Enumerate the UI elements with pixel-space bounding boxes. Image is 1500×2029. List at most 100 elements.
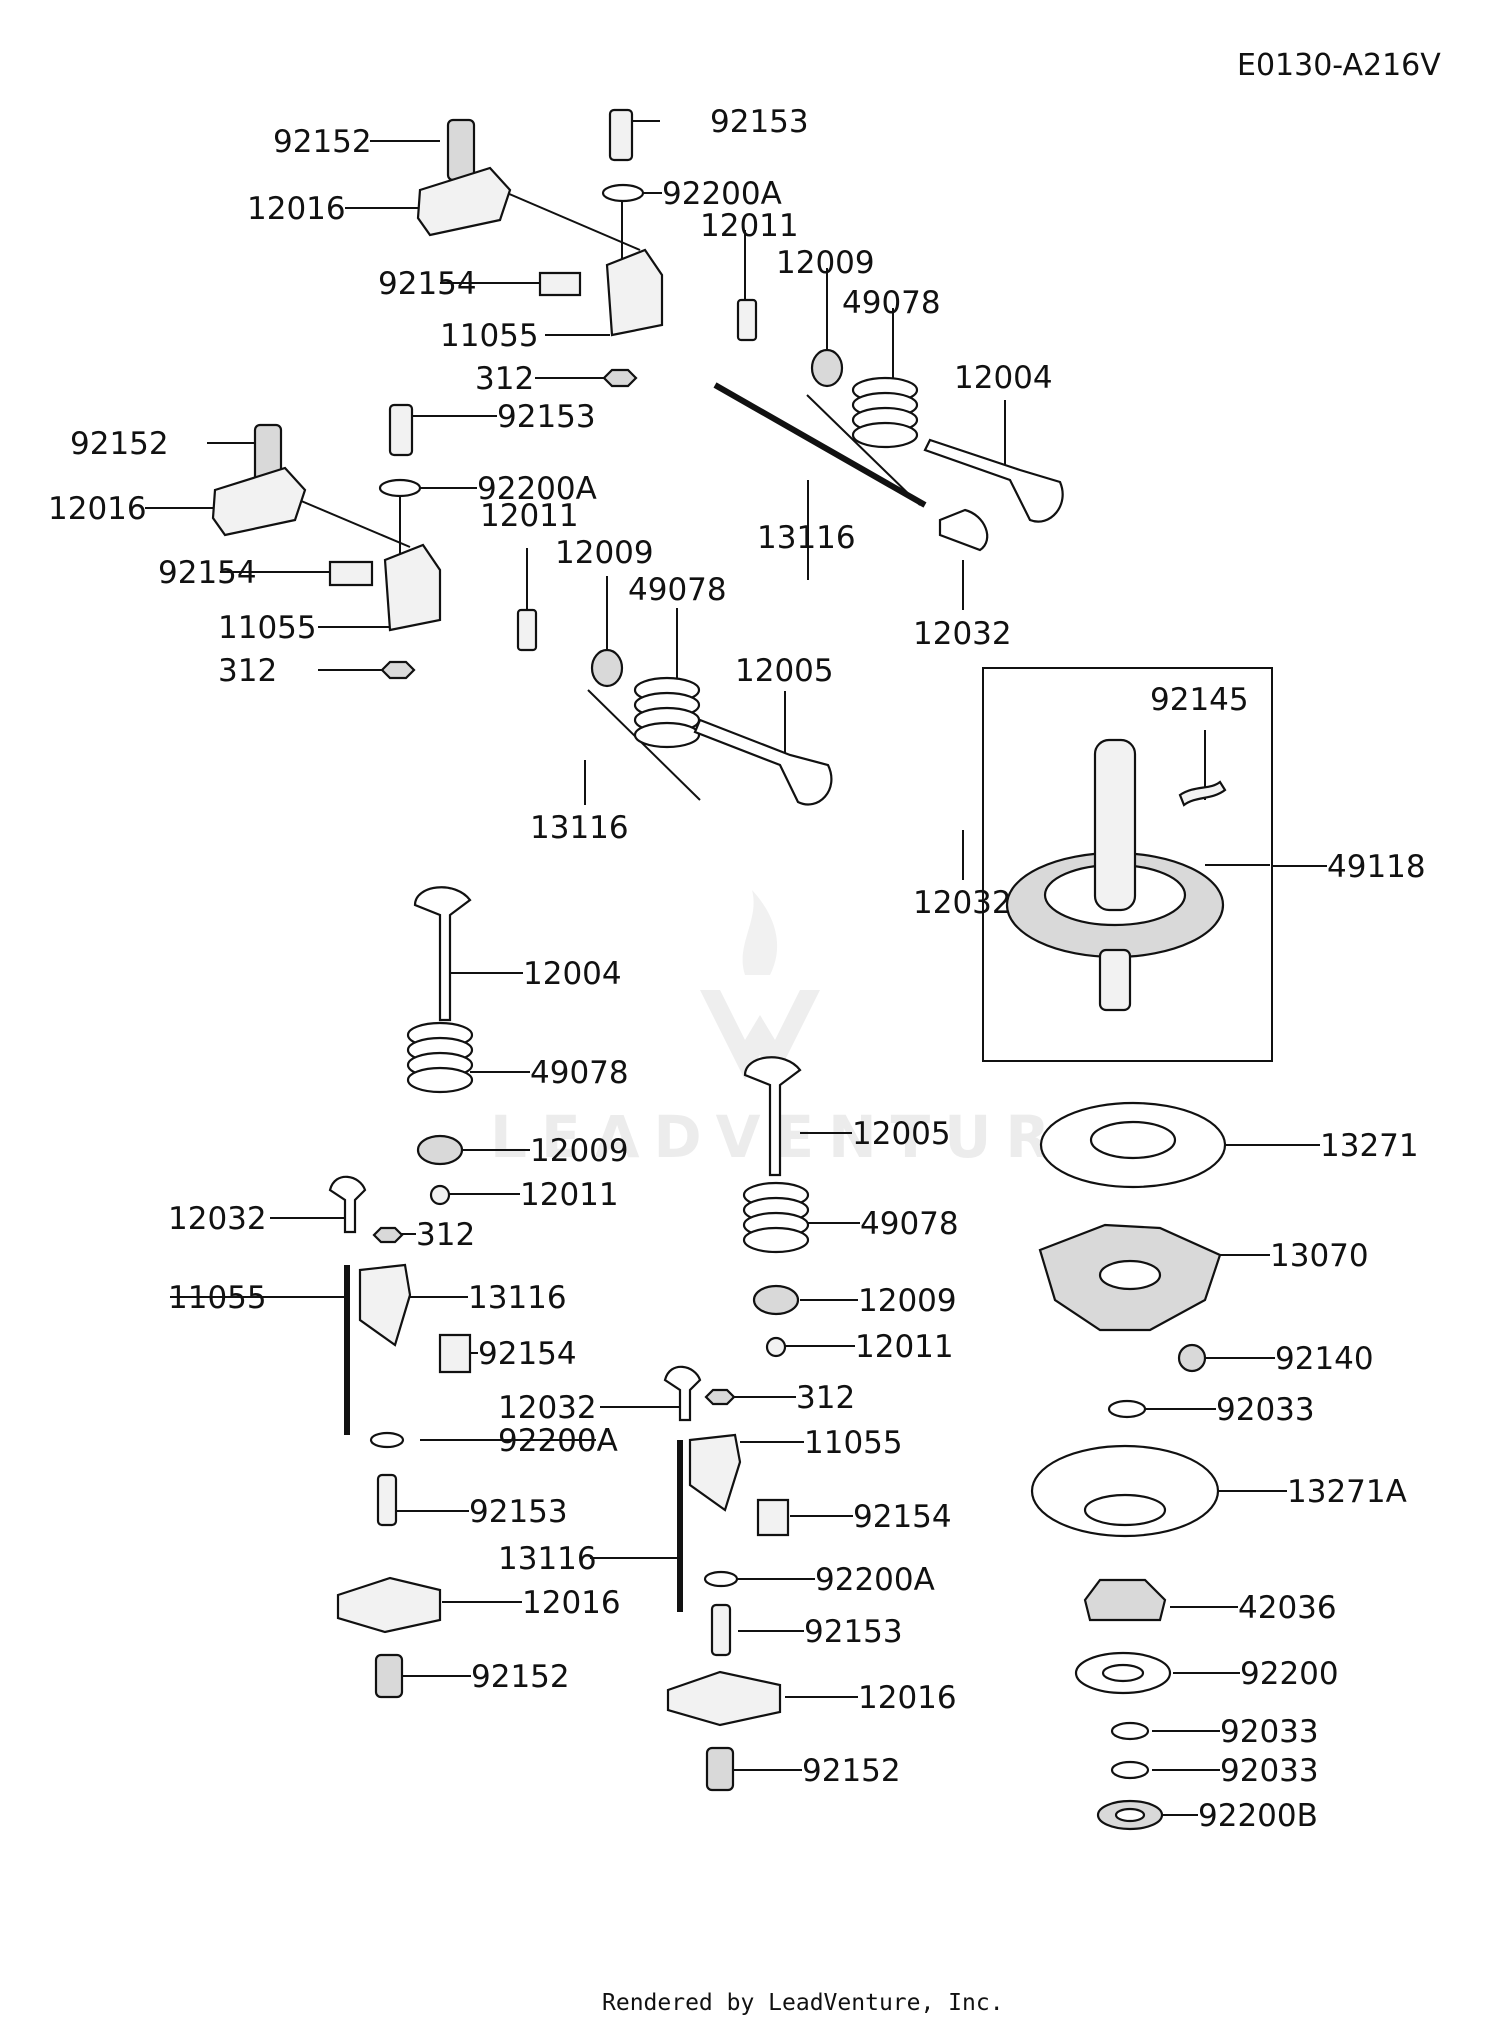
ball-92140-icon [1177,1343,1207,1373]
nut-42036-icon [1083,1578,1167,1622]
callout-label: 49078 [842,285,941,321]
callout-label: 92145 [1150,682,1249,718]
bolt-92153-lower-mid-icon [710,1603,732,1657]
rocker-shaft-11055-lower-mid-icon [688,1433,742,1512]
washer-92200A-upper-icon [601,183,645,203]
valve-12032-lower-left-icon [328,1175,367,1234]
callout-label: 12016 [48,491,147,527]
plate-13271A-icon [1030,1444,1220,1538]
rocker-arm-12016-lower-left-icon [336,1576,442,1634]
washer-92200-hole-icon [1101,1663,1145,1683]
bolt-92153-lower-left-icon [376,1473,398,1527]
rocker-shaft-11055-lower-left-icon [358,1263,412,1347]
bolt-92153-mid-icon [388,403,414,457]
valve-12005-mid-icon [693,718,833,806]
ring-92033-mid-icon [1110,1721,1150,1741]
callout-label: 312 [796,1380,855,1416]
washer-92200B-hole-icon [1114,1807,1146,1823]
callout-label: 11055 [440,318,539,354]
callout-label: 92200A [662,176,782,212]
callout-label: 49078 [860,1206,959,1242]
callout-label: 92033 [1220,1753,1319,1789]
rocker-arm-12016-mid-icon [211,466,307,537]
rocker-arm-12016-upper-icon [416,166,512,237]
camshaft-box [982,667,1273,1062]
callout-label: 92200A [815,1562,935,1598]
callout-label: 11055 [804,1425,903,1461]
spring-49078-lower-mid-icon [742,1181,810,1254]
leader-lines [145,120,1327,1816]
bolt-92153-upper-icon [608,108,634,162]
collar-92152-upper-icon [446,118,476,182]
callout-label: 12005 [735,653,834,689]
callout-label: 312 [218,653,277,689]
plate-13271-hole-icon [1089,1120,1177,1160]
callout-label: 12016 [522,1585,621,1621]
nut-312-lower-mid-icon [704,1388,736,1406]
callout-label: 92153 [710,104,809,140]
spring-49078-lower-icon [406,1021,474,1094]
callout-label: 12032 [913,616,1012,652]
callout-label: 13116 [468,1280,567,1316]
callout-label: 92033 [1216,1392,1315,1428]
callout-label: 92200B [1198,1798,1318,1834]
plate-13271A-hole-icon [1083,1493,1167,1527]
ring-92033-lower-icon [1110,1760,1150,1780]
callout-label: 12009 [776,245,875,281]
retainer-12009-lower-mid-icon [752,1284,800,1316]
callout-label: 92152 [802,1753,901,1789]
callout-label: 13271 [1320,1128,1419,1164]
callout-label: 92152 [471,1659,570,1695]
adjuster-12011-lower-mid-icon [765,1336,787,1358]
nut-312-lower-left-icon [372,1226,404,1244]
nut-312-upper-icon [602,368,638,388]
callout-label: 12032 [498,1390,597,1426]
callout-label: 312 [475,361,534,397]
diagram-code: E0130-A216V [1237,48,1441,83]
callout-labels: 92153 92152 92200A 12016 12011 12009 490… [48,104,1426,1834]
callout-label: 92154 [158,555,257,591]
callout-label: 12032 [168,1201,267,1237]
callout-label: 12005 [852,1116,951,1152]
callout-label: 12011 [855,1329,954,1365]
callout-label: 92154 [853,1499,952,1535]
callout-label: 13271A [1287,1474,1407,1510]
valve-12005-lower-icon [743,1056,802,1177]
rocker-shaft-11055-mid-icon [383,543,442,632]
valve-12004-lower-icon [413,886,472,1022]
pushrod-13116-upper-icon [713,382,927,508]
callout-label: 92200A [477,471,597,507]
retainer-12009-upper-icon [810,348,844,388]
nut-312-mid-icon [380,660,416,680]
watermark-logo-icon [700,990,820,1080]
callout-label: 12009 [530,1133,629,1169]
callout-label: 92153 [804,1614,903,1650]
callout-label: 92152 [273,124,372,160]
callout-label: 92152 [70,426,169,462]
callout-label: 12016 [247,191,346,227]
spring-49078-mid-icon [633,676,701,749]
washer-92200A-lower-left-icon [369,1431,405,1449]
callout-label: 12032 [913,885,1012,921]
collar-92152-lower-mid-icon [705,1746,735,1792]
callout-label: 12011 [520,1177,619,1213]
callout-label: 12011 [480,498,579,534]
camshaft-stub-icon [1098,948,1132,1012]
washer-92200A-mid-icon [378,478,422,498]
washer-92200A-lower-mid-icon [703,1570,739,1588]
collar-92152-lower-left-icon [374,1653,404,1699]
callout-label: 92154 [478,1336,577,1372]
callout-label: 49078 [628,572,727,608]
callout-label: 13116 [498,1541,597,1577]
retainer-12009-mid-icon [590,648,624,688]
adjuster-12011-mid-icon [516,608,538,652]
callout-label: 13116 [530,810,629,846]
callout-label: 42036 [1238,1590,1337,1626]
callout-label: 13070 [1270,1238,1369,1274]
watermark: LEADVENTURE [490,890,1104,1171]
callout-label: 92153 [469,1494,568,1530]
callout-label: 12011 [700,208,799,244]
weight-13070-hub-icon [1098,1259,1162,1291]
bolt-92154-lower-left-icon [438,1333,472,1374]
